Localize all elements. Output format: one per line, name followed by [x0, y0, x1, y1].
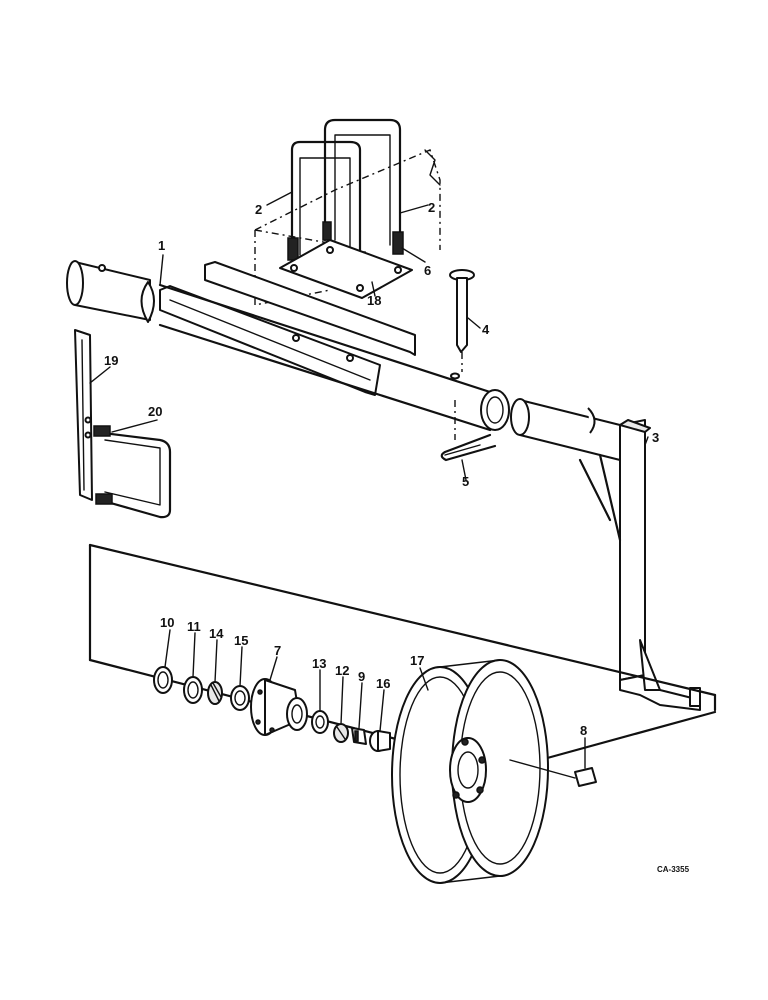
callout-11: 11	[187, 619, 201, 634]
callout-7: 7	[274, 643, 281, 658]
callout-20: 20	[148, 404, 162, 419]
hex-bolt	[509, 759, 597, 787]
wheel-hub	[250, 678, 308, 736]
callout-labels: 1 2 2 3 4 5 6 7 8 9 10 11 12 13 14 15 16…	[104, 200, 659, 738]
angle-bracket	[159, 261, 416, 396]
callout-16: 16	[376, 676, 390, 691]
callout-19: 19	[104, 353, 118, 368]
callout-9: 9	[358, 669, 365, 684]
callout-3: 3	[652, 430, 659, 445]
grease-seal	[153, 666, 173, 694]
callout-4: 4	[482, 322, 490, 337]
callout-10: 10	[160, 615, 174, 630]
leader-lines	[89, 191, 649, 769]
wheel-rim	[391, 659, 549, 884]
callout-18: 18	[367, 293, 381, 308]
u-bolt-side	[93, 425, 172, 519]
castle-nut	[351, 727, 367, 745]
outer-bearing-cup	[311, 710, 329, 734]
callout-6: 6	[424, 263, 431, 278]
dust-cap	[369, 730, 391, 752]
inner-bearing-cone	[207, 681, 223, 705]
inner-bearing-cup	[230, 685, 250, 711]
hairpin-clip	[440, 400, 497, 462]
outer-bearing-cone	[333, 723, 349, 743]
callout-12: 12	[335, 663, 349, 678]
seal-retainer	[183, 676, 203, 704]
callout-8: 8	[580, 723, 587, 738]
callout-13: 13	[312, 656, 326, 671]
callout-5: 5	[462, 474, 469, 489]
callout-2a: 2	[255, 202, 262, 217]
u-bolt-rear	[323, 118, 404, 255]
callout-14: 14	[209, 626, 224, 641]
hitch-pin	[449, 269, 475, 372]
clamp-plate	[279, 239, 413, 299]
callout-2b: 2	[428, 200, 435, 215]
axle-tube	[66, 260, 510, 432]
drawing-code: CA-3355	[657, 865, 690, 874]
mounting-plate	[74, 329, 93, 501]
spindle-arm	[510, 398, 701, 711]
callout-15: 15	[234, 633, 248, 648]
callout-17: 17	[410, 653, 424, 668]
callout-1: 1	[158, 238, 165, 253]
